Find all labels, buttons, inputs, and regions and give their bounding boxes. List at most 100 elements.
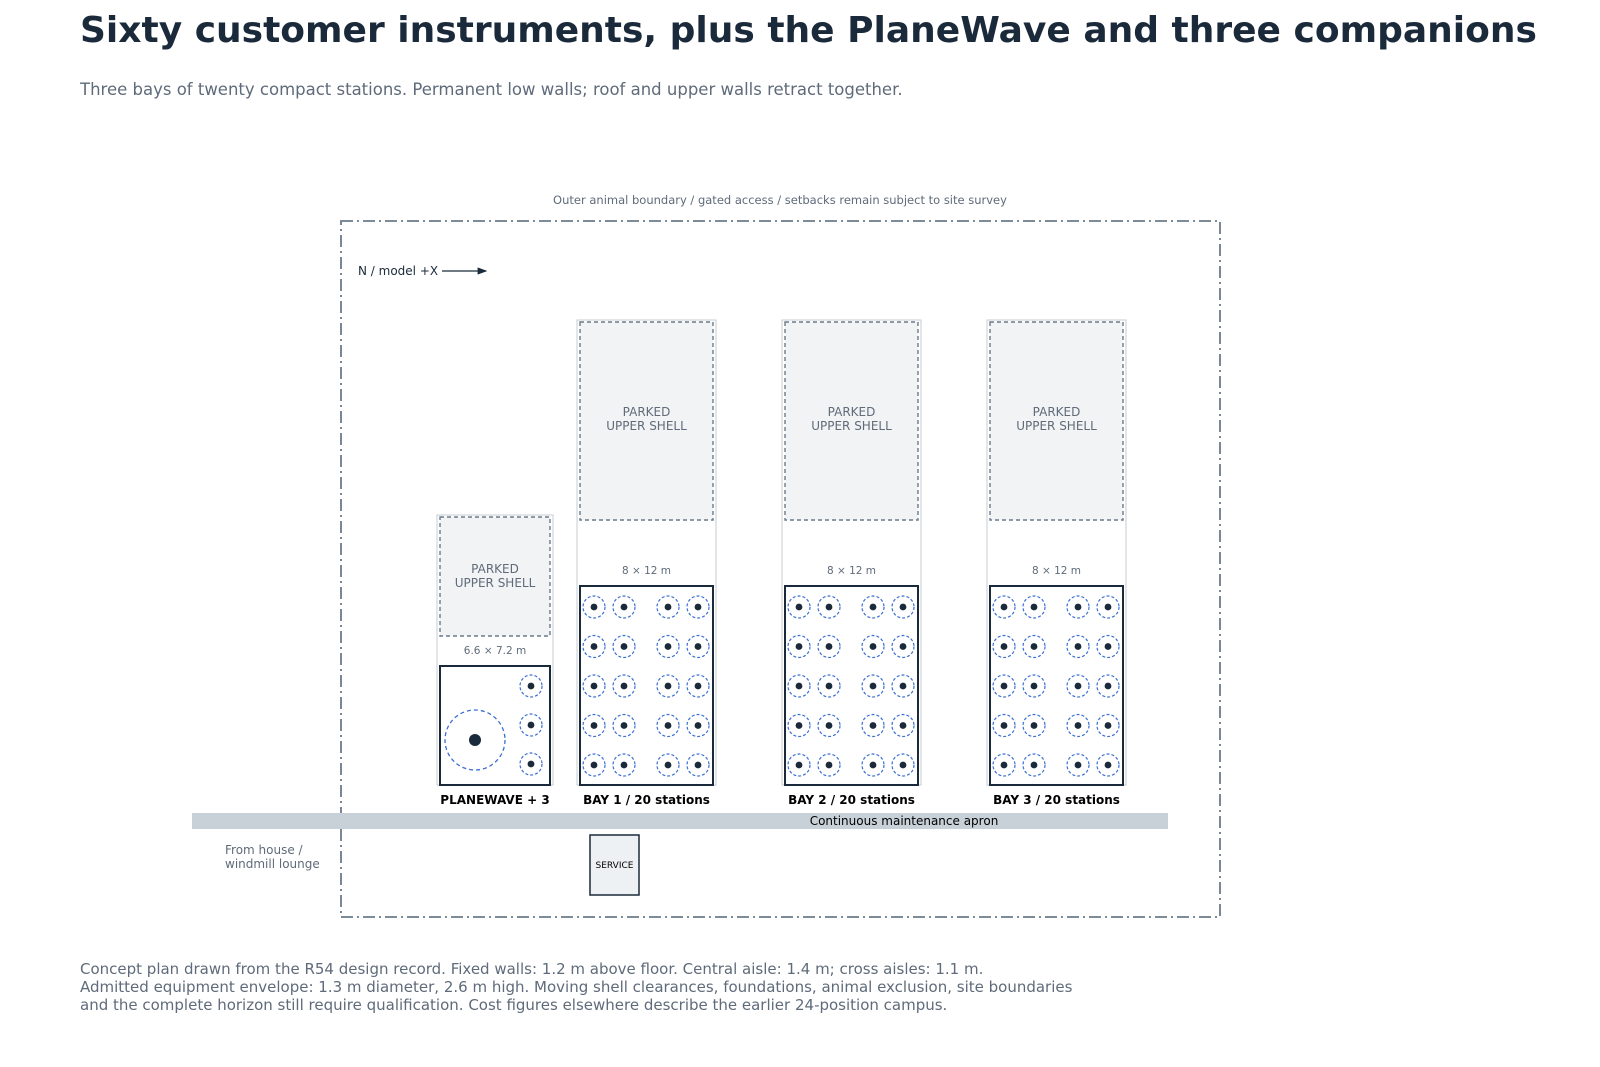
bay-shell-label-1: PARKED	[623, 405, 671, 419]
maintenance-apron	[192, 813, 1168, 829]
station	[891, 713, 915, 738]
station	[861, 634, 885, 659]
north-label: N / model +X	[358, 264, 438, 278]
planewave-shell-label-1: PARKED	[471, 562, 519, 576]
bay-label: BAY 2 / 20 stations	[788, 793, 915, 807]
planewave-building: PARKED UPPER SHELL 6.6 × 7.2 m PLANEWAVE…	[436, 514, 554, 807]
bay-shell-label-2: UPPER SHELL	[606, 419, 687, 433]
bay-floor	[579, 585, 714, 786]
planewave-companion-station	[519, 674, 543, 698]
station	[817, 674, 841, 698]
footer-notes: Concept plan drawn from the R54 design r…	[80, 960, 1072, 1014]
boundary-label: Outer animal boundary / gated access / s…	[553, 193, 1007, 207]
planewave-companion-station	[519, 713, 543, 737]
station	[1066, 595, 1090, 619]
site-boundary	[340, 220, 1221, 918]
access-label-line2: windmill lounge	[225, 857, 320, 871]
station	[891, 674, 915, 698]
station	[992, 753, 1016, 777]
station	[582, 595, 606, 619]
planewave-parked-shell	[439, 516, 551, 637]
station	[1022, 595, 1046, 619]
station	[787, 674, 811, 698]
station	[1096, 634, 1120, 659]
bay-shell-label-1: PARKED	[828, 405, 876, 419]
footer-line: Admitted equipment envelope: 1.3 m diame…	[80, 978, 1073, 996]
station	[787, 634, 811, 659]
station	[992, 713, 1016, 738]
planewave-dims: 6.6 × 7.2 m	[464, 645, 526, 657]
planewave-telescope	[444, 709, 506, 771]
station	[612, 674, 636, 698]
bay-shell-label-1: PARKED	[1033, 405, 1081, 419]
bay-dims: 8 × 12 m	[827, 565, 876, 577]
station	[1022, 713, 1046, 738]
station	[582, 634, 606, 659]
station	[992, 595, 1016, 619]
station	[1066, 634, 1090, 659]
station	[861, 713, 885, 738]
bay-floor	[989, 585, 1124, 786]
page-title: Sixty customer instruments, plus the Pla…	[80, 10, 1537, 51]
station	[686, 634, 710, 659]
apron-label: Continuous maintenance apron	[810, 814, 999, 828]
north-arrow: N / model +X	[358, 264, 488, 278]
station	[992, 674, 1016, 698]
station	[891, 753, 915, 777]
station	[817, 634, 841, 659]
station	[817, 713, 841, 738]
station	[1096, 753, 1120, 777]
bay-dims: 8 × 12 m	[1032, 565, 1081, 577]
footer-line: and the complete horizon still require q…	[80, 996, 948, 1014]
station	[787, 713, 811, 738]
footer-line: Concept plan drawn from the R54 design r…	[80, 960, 984, 978]
station	[787, 595, 811, 619]
bay-label: BAY 3 / 20 stations	[993, 793, 1120, 807]
station	[817, 753, 841, 777]
station	[612, 713, 636, 738]
station	[1066, 674, 1090, 698]
station	[861, 595, 885, 619]
station	[992, 634, 1016, 659]
bay-parked-shell	[784, 321, 919, 521]
station	[787, 753, 811, 777]
bay-shell-label-2: UPPER SHELL	[811, 419, 892, 433]
bay-parked-shell	[579, 321, 714, 521]
page-subtitle: Three bays of twenty compact stations. P…	[80, 80, 903, 99]
bay-dims: 8 × 12 m	[622, 565, 671, 577]
station	[656, 753, 680, 777]
bay-parked-shell	[989, 321, 1124, 521]
station	[656, 595, 680, 619]
station	[686, 595, 710, 619]
planewave-label: PLANEWAVE + 3	[440, 793, 549, 807]
station	[1022, 753, 1046, 777]
station	[861, 753, 885, 777]
station	[1022, 674, 1046, 698]
station	[582, 753, 606, 777]
service-label: SERVICE	[596, 861, 634, 871]
station	[686, 713, 710, 738]
station	[686, 674, 710, 698]
station	[861, 674, 885, 698]
station	[1096, 713, 1120, 738]
planewave-companion-station	[519, 752, 543, 776]
bay-shell-label-2: UPPER SHELL	[1016, 419, 1097, 433]
station	[656, 634, 680, 659]
station	[891, 595, 915, 619]
service-building	[589, 834, 640, 896]
station	[1096, 674, 1120, 698]
station	[582, 674, 606, 698]
station	[817, 595, 841, 619]
station	[612, 595, 636, 619]
station	[582, 713, 606, 738]
station	[656, 713, 680, 738]
bay-floor	[784, 585, 919, 786]
station	[686, 753, 710, 777]
planewave-shell-label-2: UPPER SHELL	[455, 576, 536, 590]
station	[1096, 595, 1120, 619]
bay-label: BAY 1 / 20 stations	[583, 793, 710, 807]
station	[1022, 634, 1046, 659]
